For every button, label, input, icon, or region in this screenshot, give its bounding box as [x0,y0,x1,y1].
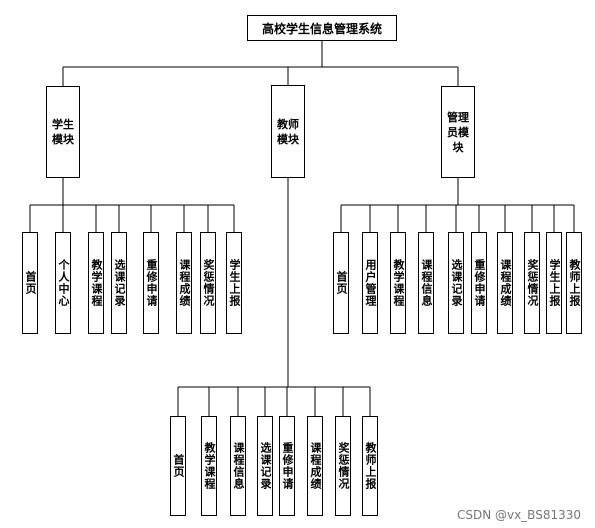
leaf-teacher-7: 教师上报 [362,416,378,516]
leaf-student-2: 教学课程 [88,232,104,334]
leaf-student-3: 选课记录 [111,232,127,334]
leaf-student-6: 奖惩情况 [200,232,216,334]
leaf-admin-9: 教师上报 [566,232,582,334]
leaf-student-4: 重修申请 [143,232,159,334]
leaf-teacher-2: 课程信息 [230,416,246,516]
leaf-admin-6: 课程成绩 [497,232,513,334]
leaf-admin-2: 教学课程 [390,232,406,334]
module-admin: 管理 员模 块 [441,86,475,178]
watermark: CSDN @vx_BS81330 [456,508,581,522]
leaf-teacher-1: 教学课程 [201,416,217,516]
module-student: 学生 模块 [46,86,80,178]
leaf-teacher-3: 选课记录 [257,416,273,516]
leaf-teacher-5: 课程成绩 [307,416,323,516]
leaf-teacher-0: 首页 [170,416,186,516]
leaf-teacher-6: 奖惩情况 [335,416,351,516]
leaf-admin-8: 学生上报 [546,232,562,334]
leaf-student-0: 首页 [22,232,38,334]
leaf-student-7: 学生上报 [226,232,242,334]
leaf-admin-5: 重修申请 [471,232,487,334]
leaf-admin-1: 用户管理 [362,232,378,334]
module-teacher: 教师 模块 [271,85,305,178]
leaf-admin-0: 首页 [333,232,349,334]
leaf-student-1: 个人中心 [55,232,71,334]
leaf-admin-4: 选课记录 [448,232,464,334]
leaf-admin-3: 课程信息 [418,232,434,334]
leaf-admin-7: 奖惩情况 [524,232,540,334]
leaf-student-5: 课程成绩 [176,232,192,334]
leaf-teacher-4: 重修申请 [279,416,295,516]
root-node-system-title: 高校学生信息管理系统 [247,15,397,41]
